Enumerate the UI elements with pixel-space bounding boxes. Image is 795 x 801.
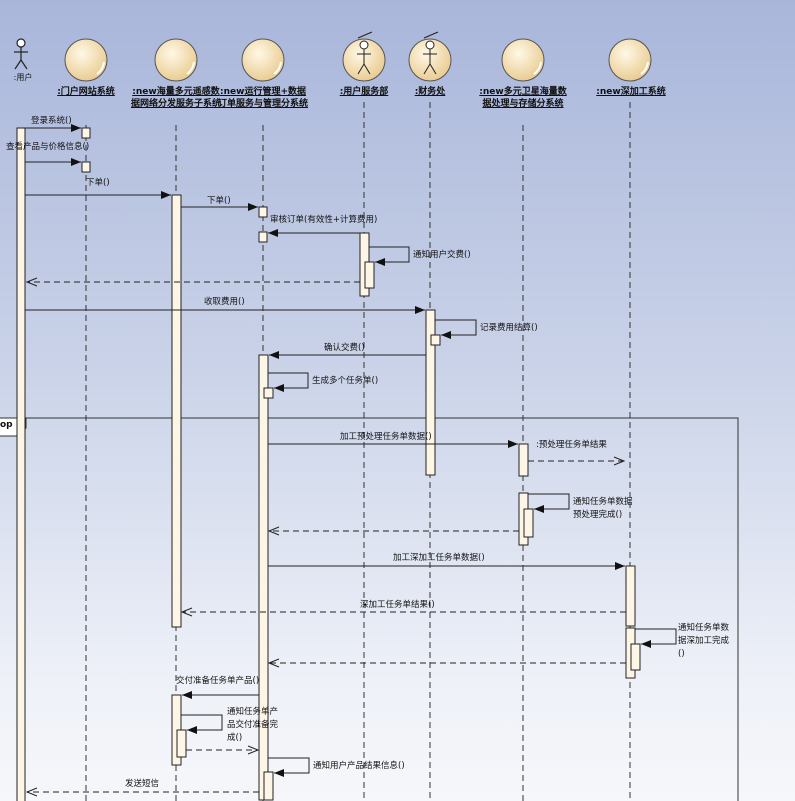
portal-head-icon: [64, 38, 108, 82]
msg-label-m17: 交付准备任务单产品(): [176, 676, 260, 686]
activation-portal-2: [81, 161, 91, 173]
userdept-worker-icon: [342, 31, 386, 82]
actor-label-portal: :门户网站系统: [57, 87, 115, 97]
activation-dist-1: [171, 194, 182, 628]
activation-userdept-2: [364, 261, 375, 289]
message-arrows: [25, 124, 677, 797]
deepproc-head-icon: [608, 38, 652, 82]
msg-label-m5: 审核订单(有效性+计算费用): [270, 215, 378, 225]
user-actor-icon: [14, 38, 28, 70]
actor-label-ops: :new运行管理+数据订单服务与管理分系统: [217, 87, 308, 109]
activation-user: [16, 127, 26, 801]
activation-ops-2: [258, 231, 268, 243]
dist-head-icon: [154, 38, 198, 82]
msg-label-m3: 下单(): [86, 178, 110, 188]
actor-label-satproc: :new多元卫星海量数据处理与存储分系统: [479, 87, 567, 109]
msg-label-m14: 加工深加工任务单数据(): [393, 553, 485, 563]
activation-dist-3: [176, 729, 187, 758]
activation-finance-1: [425, 309, 436, 476]
msg-label-m19: 通知用户产品结果信息(): [313, 761, 405, 771]
finance-worker-icon: [408, 31, 452, 82]
arrow-m18: [181, 714, 223, 731]
activation-ops-1: [258, 206, 268, 218]
msg-label-m1: 登录系统(): [31, 116, 72, 126]
activation-deepproc-1: [625, 565, 636, 627]
arrow-m19: [268, 757, 310, 774]
actor-label-deepproc: :new深加工系统: [596, 87, 666, 97]
arrow-m10: [268, 372, 309, 389]
actor-label-finance: :财务处: [414, 87, 446, 97]
msg-label-m2: 查看产品与价格信息(): [6, 142, 90, 152]
arrow-m16: [635, 628, 677, 645]
msg-label-m11: 加工预处理任务单数据(): [340, 432, 432, 442]
frame-label: op: [0, 420, 13, 430]
msg-label-m8: 记录费用结算(): [480, 323, 538, 333]
activation-ops-5: [263, 771, 274, 801]
arrow-m8: [435, 319, 477, 336]
ops-head-icon: [241, 38, 285, 82]
msg-label-m7: 收取费用(): [204, 297, 245, 307]
activation-deepproc-3: [630, 643, 641, 671]
activation-portal-1: [81, 127, 91, 139]
activation-satproc-3: [523, 508, 534, 538]
activation-finance-2: [430, 334, 441, 346]
msg-label-m16: 通知任务单数据深加工完成(): [678, 623, 730, 659]
msg-label-m20: 发送短信: [125, 779, 160, 789]
actor-label-user: :用户: [13, 73, 33, 82]
msg-label-m9: 确认交费(): [324, 343, 365, 353]
actor-label-dist: :new海量多元遥感数据网络分发服务子系统: [130, 87, 221, 109]
arrow-m13: [528, 493, 570, 510]
msg-label-m6: 通知用户交费(): [413, 250, 471, 260]
activation-satproc-1: [518, 443, 529, 477]
msg-label-m12: :预处理任务单结果: [536, 440, 607, 450]
lifelines: [85, 102, 631, 801]
msg-label-m13: 通知任务单数据预处理完成(): [573, 497, 633, 520]
msg-label-m10: 生成多个任务单(): [312, 376, 379, 386]
msg-label-m18: 通知任务单产品交付准备完成(): [227, 707, 279, 743]
arrow-m6: [369, 246, 410, 263]
activation-ops-4: [263, 387, 274, 399]
actor-label-userdept: :用户服务部: [339, 87, 389, 97]
msg-label-m15: 深加工任务单结果(): [360, 600, 435, 610]
msg-label-m4: 下单(): [207, 196, 231, 206]
activations: [16, 127, 641, 801]
satproc-head-icon: [501, 38, 545, 82]
lifeline-heads: [14, 31, 652, 82]
